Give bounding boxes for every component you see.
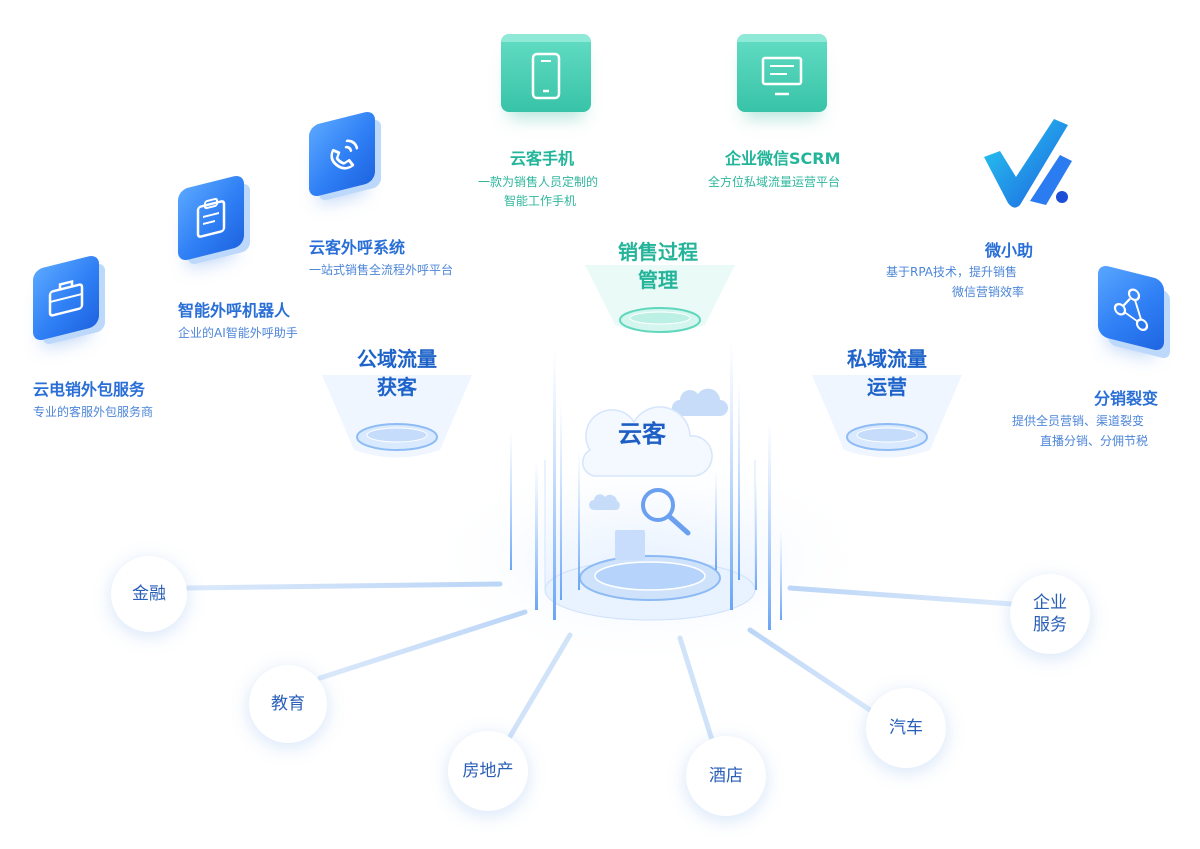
industry-education[interactable]: 教育: [249, 665, 327, 743]
feature-mobile-desc-1: 一款为销售人员定制的: [478, 175, 599, 189]
hub-public-line1: 公域流量: [357, 347, 437, 371]
feature-assistant-desc-1: 基于RPA技术，提升销售: [886, 265, 1018, 279]
industry-finance[interactable]: 金融: [111, 556, 187, 632]
hub-sales-pedestal: [585, 265, 735, 333]
briefcase-icon: [33, 253, 99, 343]
industry-hotel[interactable]: 酒店: [686, 736, 766, 816]
feature-outsourcing-title[interactable]: 云电销外包服务: [33, 380, 146, 399]
feature-assistant-title[interactable]: 微小助: [985, 241, 1034, 260]
share-network-icon: [1098, 263, 1164, 353]
hub-public-pedestal: [322, 375, 472, 458]
feature-robot-desc: 企业的AI智能外呼助手: [178, 326, 298, 340]
industry-realestate[interactable]: 房地产: [448, 731, 528, 811]
monitor-icon: [737, 34, 827, 112]
center-label: 云客: [618, 420, 666, 448]
central-platform: [510, 340, 782, 630]
hub-public-label: 公域流量 获客: [347, 345, 447, 401]
feature-mobile-title[interactable]: 云客手机: [510, 149, 575, 168]
feature-mobile-desc-2: 智能工作手机: [504, 194, 577, 208]
check-logo-icon: [984, 119, 1072, 208]
feature-fission-title[interactable]: 分销裂变: [1094, 389, 1159, 408]
feature-assistant-desc-2: 微信营销效率: [952, 285, 1025, 299]
phone-call-icon: [309, 109, 375, 199]
industry-realestate-label: 房地产: [462, 761, 514, 781]
industry-finance-label: 金融: [132, 584, 166, 604]
feature-callsystem-title[interactable]: 云客外呼系统: [309, 238, 406, 257]
hub-private-line2: 运营: [867, 375, 907, 399]
feature-scrm-desc: 全方位私域流量运营平台: [708, 175, 841, 189]
industry-enterprise[interactable]: 企业 服务: [1010, 574, 1090, 654]
industry-auto[interactable]: 汽车: [866, 688, 946, 768]
industry-auto-label: 汽车: [889, 718, 923, 738]
hub-sales-line2: 管理: [638, 268, 678, 292]
feature-callsystem-desc: 一站式销售全流程外呼平台: [309, 263, 454, 277]
hub-sales-line1: 销售过程: [618, 240, 698, 264]
hub-public-line2: 获客: [377, 375, 417, 399]
feature-fission-desc-2: 直播分销、分佣节税: [1040, 434, 1149, 448]
hub-private-label: 私域流量 运营: [837, 345, 937, 401]
hub-private-line1: 私域流量: [847, 347, 927, 371]
feature-outsourcing-desc: 专业的客服外包服务商: [33, 405, 154, 419]
industry-enterprise-label-2: 服务: [1033, 615, 1067, 635]
feature-robot-title[interactable]: 智能外呼机器人: [178, 301, 291, 320]
industry-hotel-label: 酒店: [709, 766, 743, 786]
clipboard-icon: [178, 173, 244, 263]
industry-enterprise-label-1: 企业: [1033, 593, 1067, 613]
hub-sales-label: 销售过程 管理: [608, 238, 708, 294]
feature-scrm-title[interactable]: 企业微信SCRM: [725, 149, 841, 168]
industry-education-label: 教育: [271, 694, 305, 714]
mobile-phone-icon: [501, 34, 591, 112]
feature-fission-desc-1: 提供全员营销、渠道裂变: [1012, 414, 1145, 428]
hub-private-pedestal: [812, 375, 962, 458]
